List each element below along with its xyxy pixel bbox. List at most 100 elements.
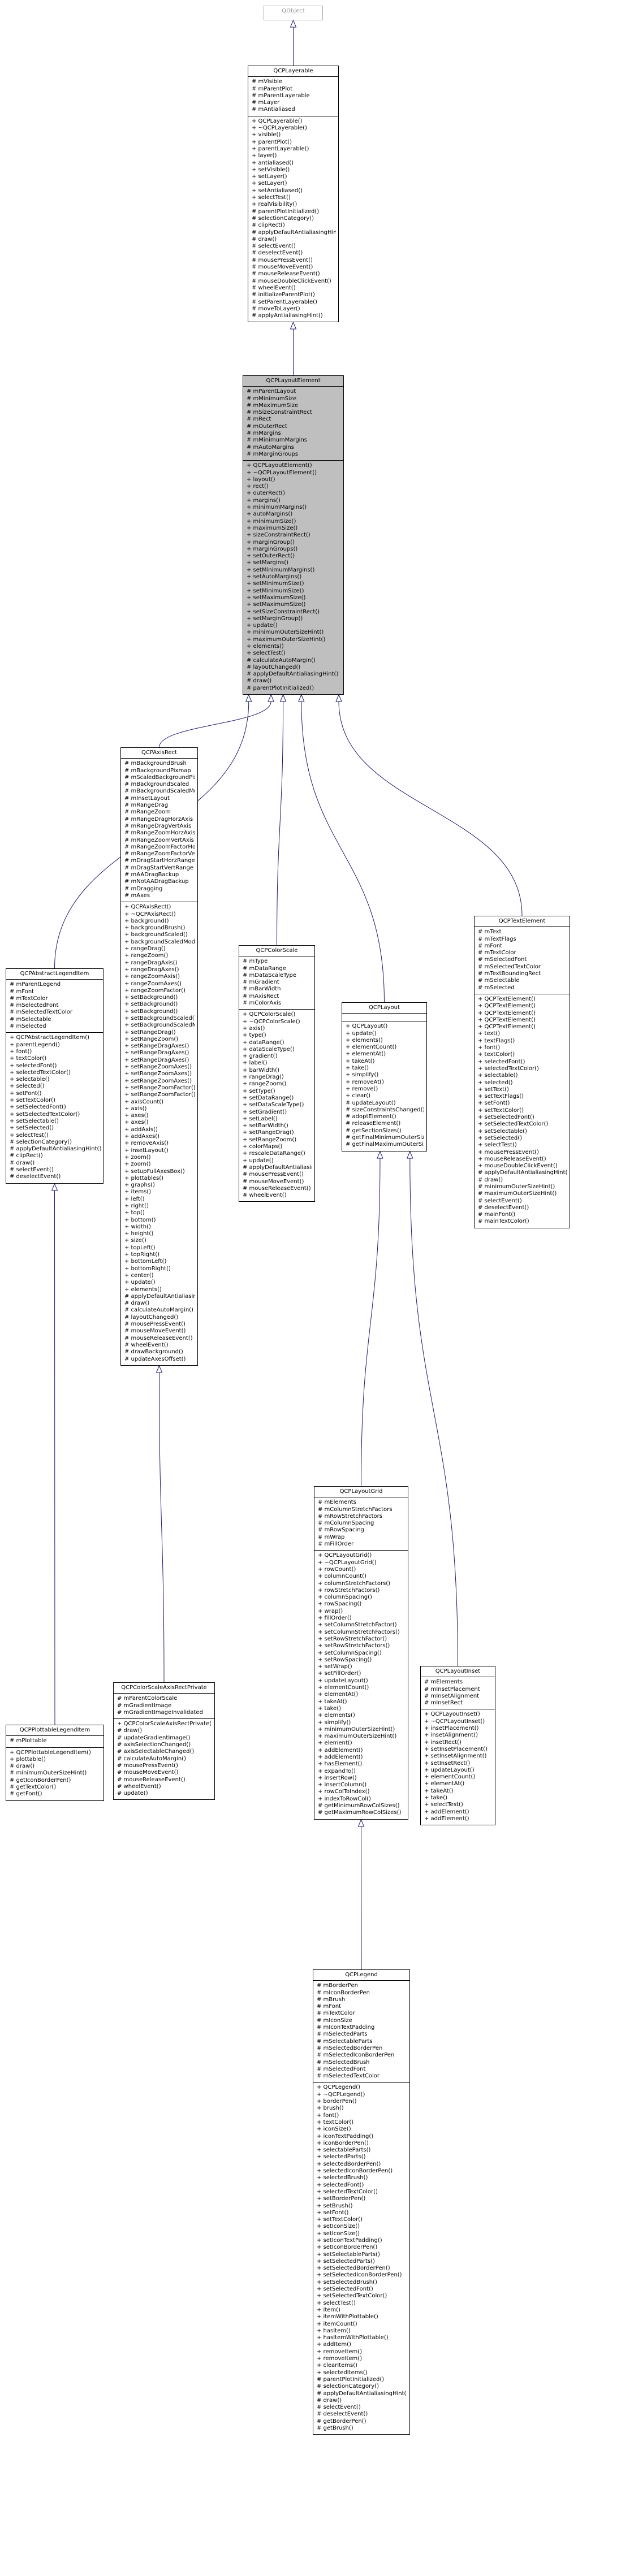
method-take: + take() (424, 1795, 447, 1802)
method-selectable: + selectable() (10, 1076, 50, 1083)
method-take: + take() (346, 1065, 369, 1072)
method-setrangedrag: + setRangeDrag() (243, 1129, 294, 1136)
method-backgroundscaledmode: + backgroundScaledMode() (124, 938, 195, 945)
method-rescaledatarange: + rescaleDataRange() (243, 1150, 305, 1157)
method-background: + background() (124, 917, 169, 924)
class-box-qcplayoutelement[interactable]: QCPLayoutElement# mParentLayout# mMinimu… (243, 375, 344, 695)
method-setcolumnspacing: + setColumnSpacing() (318, 1649, 382, 1656)
method-automargins: + autoMargins() (247, 511, 293, 518)
method-list: + QCPAbstractLegendItem()+ parentLegend(… (6, 1033, 103, 1183)
attribute-mfont: # mFont (317, 2003, 342, 2010)
attribute-mwrap: # mWrap (318, 1534, 345, 1540)
method-borderpen: + borderPen() (317, 2098, 357, 2105)
method-setautomargins: + setAutoMargins() (247, 574, 302, 581)
class-name: QCPColorScale (239, 946, 314, 957)
method-expandto: + expandTo() (318, 1768, 356, 1774)
method-addaxes: + addAxes() (124, 1133, 159, 1140)
method-selectedborderpen: + selectedBorderPen() (317, 2161, 381, 2167)
method-qcpabstractlegenditem: + QCPAbstractLegendItem() (10, 1034, 90, 1041)
attribute-minsetrect: # mInsetRect (424, 1700, 463, 1707)
class-box-qcpaxisrect[interactable]: QCPAxisRect# mBackgroundBrush# mBackgrou… (120, 747, 198, 1366)
method-insetlayout: + insetLayout() (124, 1147, 169, 1154)
attribute-mcolumnspacing: # mColumnSpacing (318, 1520, 374, 1527)
method-setrangezoomaxes: + setRangeZoomAxes() (124, 1071, 192, 1077)
method-textflags: + textFlags() (478, 1037, 515, 1044)
method-applyantialiasinghint: # applyAntialiasingHint() (252, 313, 323, 319)
inheritance-edge-qcptextelement (338, 701, 523, 916)
method-setselectedfont: + setSelectedFont() (10, 1104, 66, 1111)
class-name: QObject (282, 8, 305, 14)
method-rangezoom: + rangeZoom() (243, 1081, 287, 1088)
method-selectioncategory: # selectionCategory() (10, 1138, 72, 1145)
method-label: + label() (243, 1060, 268, 1067)
class-box-qcptextelement[interactable]: QCPTextElement# mText# mTextFlags# mFont… (474, 916, 570, 1228)
class-box-qcplayoutinset[interactable]: QCPLayoutInset# mElements# mInsetPlaceme… (420, 1666, 495, 1826)
inheritance-arrowhead-qcpplottablelegenditem (51, 1183, 58, 1191)
method-insertrow: + insertRow() (318, 1774, 357, 1781)
attribute-mparentlayout: # mParentLayout (247, 388, 296, 395)
attribute-mdatarange: # mDataRange (243, 965, 286, 972)
class-box-qobject[interactable]: QObject (264, 6, 323, 20)
inheritance-arrowhead-qcpcolorscale (279, 694, 287, 702)
method-axiscount: + axisCount() (124, 1098, 164, 1105)
method-draw: # draw() (252, 236, 277, 243)
method-getminimumrowcolsizes: # getMinimumRowColSizes() (318, 1803, 400, 1809)
class-box-qcpabstractlegenditem[interactable]: QCPAbstractLegendItem# mParentLegend# mF… (6, 968, 103, 1184)
method-sizeconstraintschanged: # sizeConstraintsChanged() (346, 1106, 424, 1113)
method-visible: + visible() (252, 132, 281, 138)
method-minimumsize: + minimumSize() (247, 518, 296, 525)
method-settext: + setText() (478, 1086, 509, 1093)
method-bottomright: + bottomRight() (124, 1265, 171, 1272)
attribute-mparentlayerable: # mParentLayerable (252, 92, 310, 99)
method-applydefaultantialiasinghint: # applyDefaultAntialiasingHint() (243, 1164, 312, 1171)
method-qcptextelement: + QCPTextElement() (478, 1024, 536, 1031)
inheritance-edge-qcpaxisrect (159, 701, 271, 748)
method-itemwithplottable: + itemWithPlottable() (317, 2314, 378, 2320)
method-addaxis: + addAxis() (124, 1126, 158, 1133)
method-cliprect: # clipRect() (252, 222, 285, 229)
attribute-list: # mPlottable (6, 1736, 103, 1748)
method-elements: + elements() (318, 1712, 355, 1719)
attribute-mrowstretchfactors: # mRowStretchFactors (318, 1513, 382, 1519)
method-margingroup: + marginGroup() (247, 539, 295, 545)
method-setmargins: + setMargins() (247, 560, 289, 566)
method-minimumoutersizehint: # minimumOuterSizeHint() (478, 1183, 555, 1190)
method-selecttest: + selectTest() (317, 2300, 356, 2306)
method-width: + width() (124, 1223, 151, 1230)
method-deselectevent: # deselectEvent() (252, 250, 303, 257)
class-box-qcpcolorscale[interactable]: QCPColorScale# mType# mDataRange# mDataS… (239, 945, 315, 1202)
attribute-mrangezoomfactorvert: # mRangeZoomFactorVert (124, 851, 195, 858)
attribute-mselectedbrush: # mSelectedBrush (317, 2059, 370, 2066)
method-insetrect: + insetRect() (424, 1739, 462, 1746)
method-setselected: + setSelected() (478, 1135, 522, 1141)
method-setinsetrect: + setInsetRect() (424, 1760, 471, 1767)
method-qcptextelement: + QCPTextElement() (478, 1016, 536, 1023)
class-name: QCPColorScaleAxisRectPrivate (114, 1683, 214, 1694)
attribute-mparentlegend: # mParentLegend (10, 981, 61, 988)
class-box-qcplayerable[interactable]: QCPLayerable# mVisible# mParentPlot# mPa… (248, 66, 339, 323)
class-box-qcpcolorscaleaxisrectprivate[interactable]: QCPColorScaleAxisRectPrivate# mParentCol… (113, 1682, 215, 1800)
inheritance-arrowhead-qcpabstractlegenditem (245, 694, 252, 702)
method-layout: + layout() (247, 476, 275, 483)
method-elementat: + elementAt() (318, 1691, 359, 1698)
class-box-qcplayoutgrid[interactable]: QCPLayoutGrid# mElements# mColumnStretch… (314, 1486, 408, 1820)
method-setselectediconborderpen: + setSelectedIconBorderPen() (317, 2272, 402, 2279)
method-setinsetplacement: + setInsetPlacement() (424, 1746, 488, 1752)
method-setbackground: + setBackground() (124, 994, 178, 1001)
inheritance-edge-qcplayoutgrid (361, 1158, 381, 1487)
method-selectediconborderpen: + selectedIconBorderPen() (317, 2168, 393, 2175)
attribute-mtextcolor: # mTextColor (317, 2010, 355, 2017)
class-box-qcpplottablelegenditem[interactable]: QCPPlottableLegendItem# mPlottable+ QCPP… (6, 1725, 104, 1801)
method-movetolayer: # moveToLayer() (252, 305, 300, 312)
attribute-melements: # mElements (424, 1679, 463, 1686)
inheritance-edge-qcpcolorscaleaxisrectprivate (159, 1372, 165, 1683)
class-box-qcplayout[interactable]: QCPLayout+ QCPLayout()+ update()+ elemen… (342, 1002, 427, 1151)
method-selectioncategory: # selectionCategory() (252, 215, 314, 222)
method-axisselectablechanged: # axisSelectableChanged() (117, 1748, 195, 1755)
method-selectevent: # selectEvent() (10, 1167, 54, 1174)
inheritance-arrowhead-qcpaxisrect (268, 694, 274, 702)
inheritance-arrowhead-qcplayerable (290, 19, 297, 28)
method-elements: + elements() (247, 643, 284, 650)
class-box-qcplegend[interactable]: QCPLegend# mBorderPen# mIconBorderPen# m… (313, 1969, 410, 2435)
method-layoutchanged: # layoutChanged() (247, 664, 301, 670)
